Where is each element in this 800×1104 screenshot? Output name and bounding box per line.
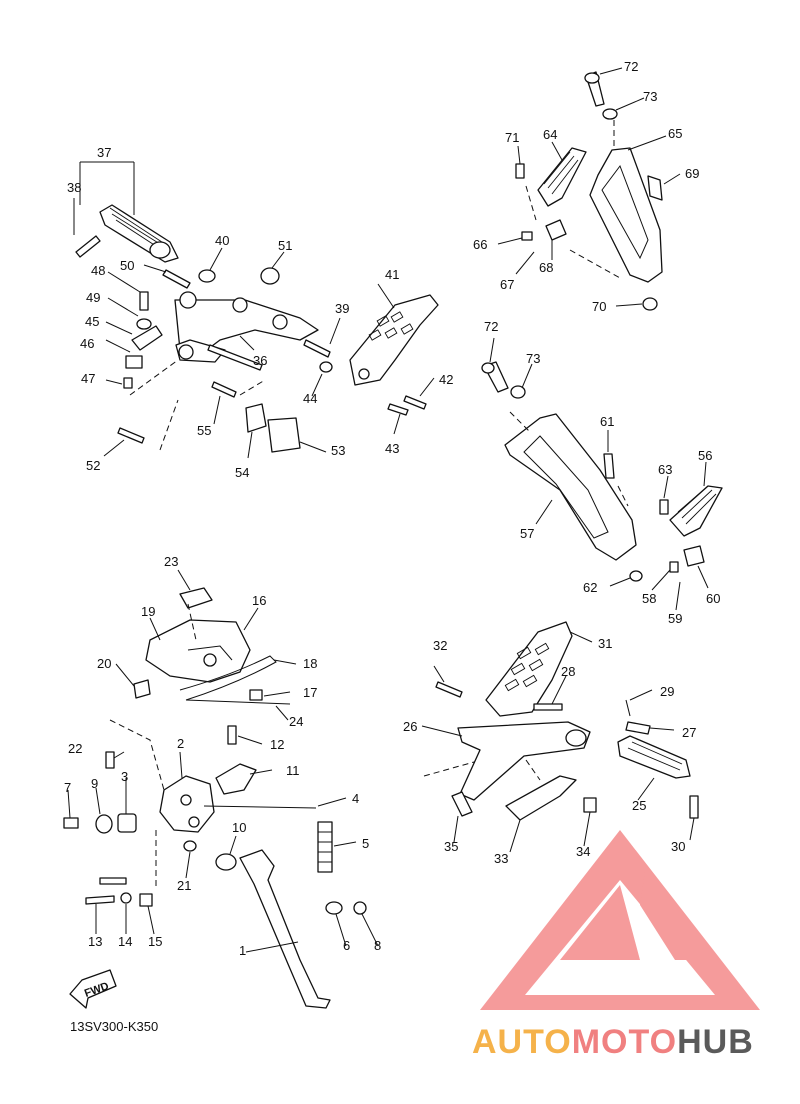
callout-27: 27 bbox=[682, 725, 696, 740]
callout-21: 21 bbox=[177, 878, 191, 893]
watermark-logo-icon bbox=[480, 830, 760, 1010]
callout-69: 69 bbox=[685, 166, 699, 181]
callout-19: 19 bbox=[141, 604, 155, 619]
callout-11: 11 bbox=[286, 763, 300, 778]
callout-73: 73 bbox=[643, 89, 657, 104]
callout-31: 31 bbox=[598, 636, 612, 651]
callout-43: 43 bbox=[385, 441, 399, 456]
callout-63: 63 bbox=[658, 462, 672, 477]
callout-42: 42 bbox=[439, 372, 453, 387]
callout-7: 7 bbox=[64, 780, 71, 795]
callout-60: 60 bbox=[706, 591, 720, 606]
callout-3: 3 bbox=[121, 769, 128, 784]
callout-34: 34 bbox=[576, 844, 590, 859]
fwd-arrow-icon: FWD bbox=[69, 969, 117, 1009]
callout-72-lower: 72 bbox=[484, 319, 498, 334]
callout-61: 61 bbox=[600, 414, 614, 429]
diagram-code: 13SV300-K350 bbox=[70, 1019, 158, 1034]
callout-labels: 1 2 3 4 5 6 7 8 9 10 11 12 13 14 15 16 1… bbox=[64, 59, 720, 958]
callout-41: 41 bbox=[385, 267, 399, 282]
callout-28: 28 bbox=[561, 664, 575, 679]
callout-15: 15 bbox=[148, 934, 162, 949]
callout-73-lower: 73 bbox=[526, 351, 540, 366]
callout-38: 38 bbox=[67, 180, 81, 195]
callout-45: 45 bbox=[85, 314, 99, 329]
sidestand-switch-assembly bbox=[133, 587, 291, 705]
callout-13: 13 bbox=[88, 934, 102, 949]
callout-18: 18 bbox=[303, 656, 317, 671]
callout-30: 30 bbox=[671, 839, 685, 854]
watermark-part-moto: MOTO bbox=[572, 1023, 677, 1061]
callout-51: 51 bbox=[278, 238, 292, 253]
callout-57: 57 bbox=[520, 526, 534, 541]
front-footrest-assembly bbox=[73, 161, 439, 453]
callout-68: 68 bbox=[539, 260, 553, 275]
callout-4: 4 bbox=[352, 791, 359, 806]
callout-56: 56 bbox=[698, 448, 712, 463]
right-footrest-assembly bbox=[423, 621, 699, 821]
callout-37: 37 bbox=[97, 145, 111, 160]
callout-71: 71 bbox=[505, 130, 519, 145]
callout-54: 54 bbox=[235, 465, 249, 480]
callout-5: 5 bbox=[362, 836, 369, 851]
callout-29: 29 bbox=[660, 684, 674, 699]
watermark-part-hub: HUB bbox=[677, 1023, 754, 1061]
callout-50: 50 bbox=[120, 258, 134, 273]
callout-44: 44 bbox=[303, 391, 317, 406]
callout-26: 26 bbox=[403, 719, 417, 734]
callout-72: 72 bbox=[624, 59, 638, 74]
sidestand-assembly: FWD bbox=[63, 719, 367, 1009]
callout-39: 39 bbox=[335, 301, 349, 316]
rear-footrest-assembly-upper bbox=[515, 71, 663, 311]
callout-47: 47 bbox=[81, 371, 95, 386]
callout-46: 46 bbox=[80, 336, 94, 351]
callout-58: 58 bbox=[642, 591, 656, 606]
callout-6: 6 bbox=[343, 938, 350, 953]
callout-36: 36 bbox=[253, 353, 267, 368]
callout-66: 66 bbox=[473, 237, 487, 252]
callout-62: 62 bbox=[583, 580, 597, 595]
callout-35: 35 bbox=[444, 839, 458, 854]
callout-9: 9 bbox=[91, 776, 98, 791]
callout-16: 16 bbox=[252, 593, 266, 608]
callout-22: 22 bbox=[68, 741, 82, 756]
callout-40: 40 bbox=[215, 233, 229, 248]
callout-55: 55 bbox=[197, 423, 211, 438]
leader-lines bbox=[67, 67, 709, 953]
callout-1: 1 bbox=[239, 943, 246, 958]
callout-59: 59 bbox=[668, 611, 682, 626]
watermark-text: AUTOMOTOHUB bbox=[472, 1023, 754, 1061]
callout-33: 33 bbox=[494, 851, 508, 866]
rear-footrest-assembly-lower bbox=[481, 361, 723, 582]
callout-52: 52 bbox=[86, 458, 100, 473]
callout-65: 65 bbox=[668, 126, 682, 141]
callout-64: 64 bbox=[543, 127, 557, 142]
callout-70: 70 bbox=[592, 299, 606, 314]
callout-53: 53 bbox=[331, 443, 345, 458]
callout-24: 24 bbox=[289, 714, 303, 729]
callout-17: 17 bbox=[303, 685, 317, 700]
callout-32: 32 bbox=[433, 638, 447, 653]
callout-25: 25 bbox=[632, 798, 646, 813]
callout-48: 48 bbox=[91, 263, 105, 278]
callout-23: 23 bbox=[164, 554, 178, 569]
callout-49: 49 bbox=[86, 290, 100, 305]
callout-67: 67 bbox=[500, 277, 514, 292]
callout-8: 8 bbox=[374, 938, 381, 953]
callout-20: 20 bbox=[97, 656, 111, 671]
watermark-part-auto: AUTO bbox=[472, 1023, 572, 1061]
callout-10: 10 bbox=[232, 820, 246, 835]
callout-12: 12 bbox=[270, 737, 284, 752]
callout-14: 14 bbox=[118, 934, 132, 949]
callout-2: 2 bbox=[177, 736, 184, 751]
